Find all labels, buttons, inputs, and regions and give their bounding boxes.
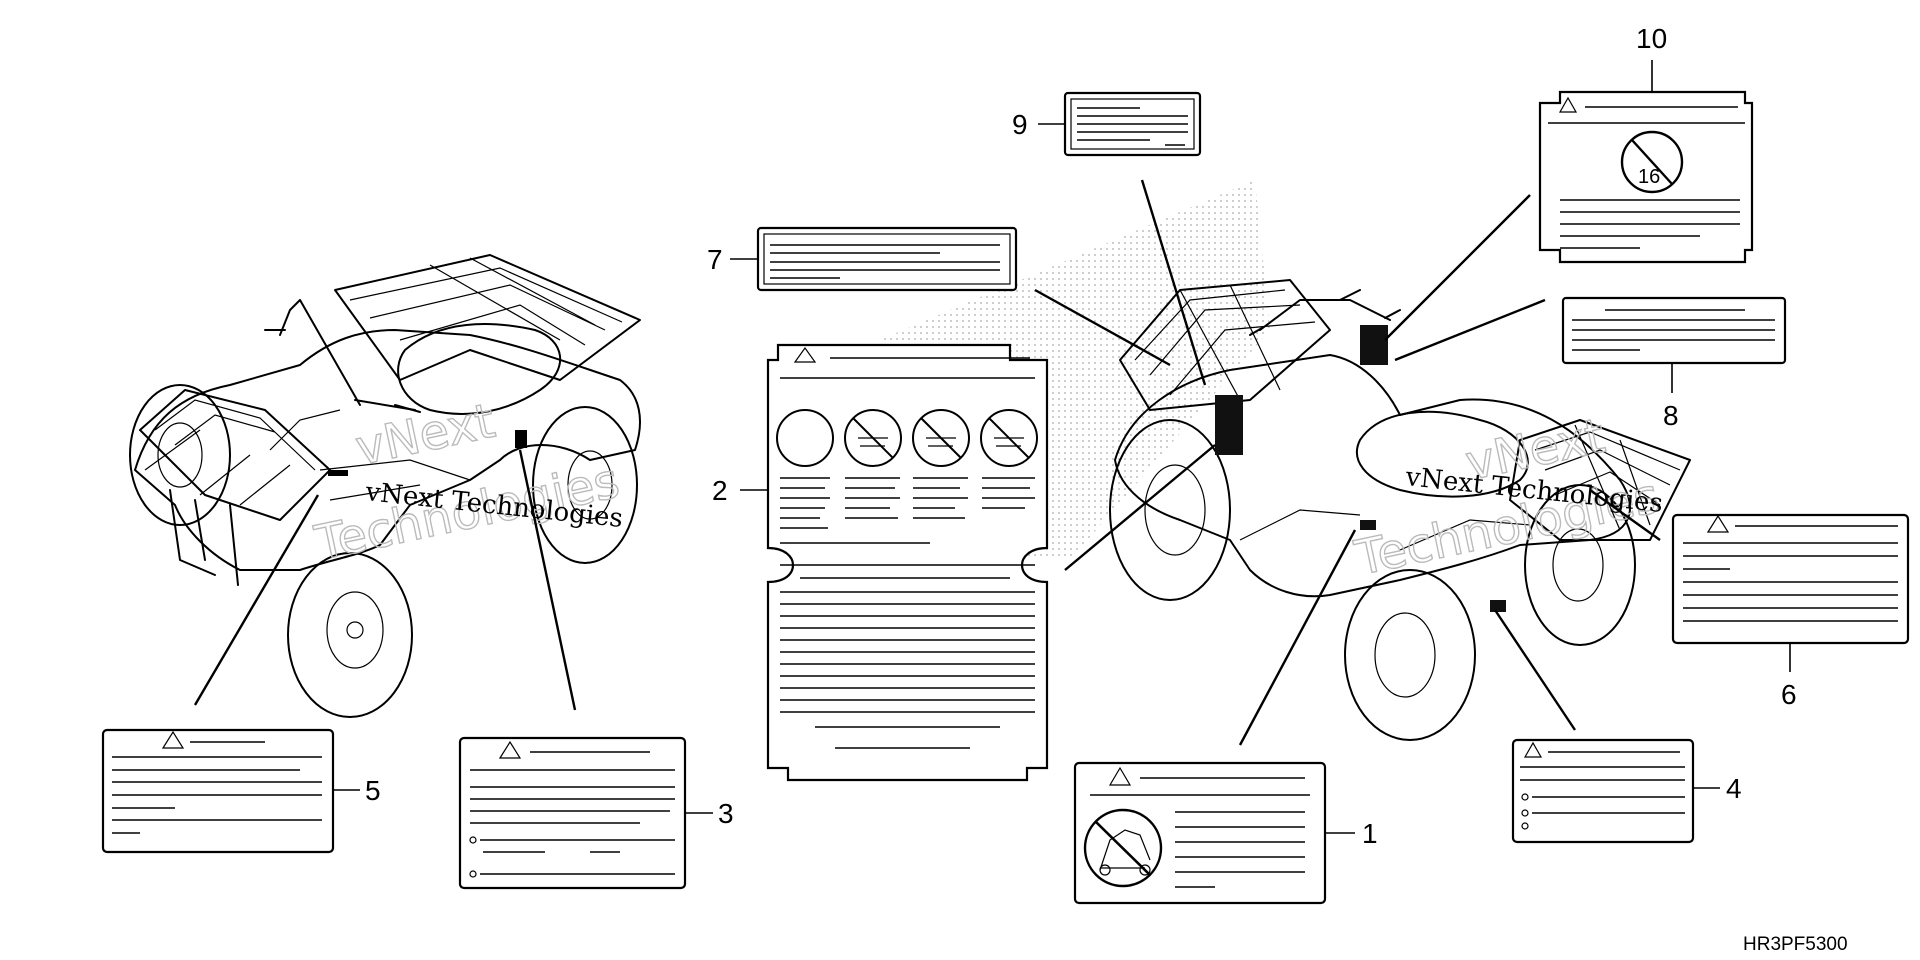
label-3 [458,736,713,890]
label-5 [101,728,360,854]
svg-text:16: 16 [1638,166,1660,188]
prohibited-circle-icon [912,409,970,467]
svg-text:vNext: vNext [351,393,500,477]
label-7 [730,226,1018,292]
warning-triangle-icon [1706,514,1730,533]
warning-triangle-icon [161,730,185,749]
warning-triangle-icon [1558,96,1578,113]
warning-triangle-icon [498,740,522,759]
label-10: 16 [1538,60,1754,264]
part-code: HR3PF5300 [1743,934,1848,955]
atv-left-illustration [129,254,641,718]
callout-10: 10 [1636,23,1667,54]
label-2 [740,343,1049,782]
callout-5: 5 [365,775,381,806]
label-8 [1561,296,1787,393]
label-9 [1038,91,1202,157]
callout-1: 1 [1362,818,1378,849]
callout-6: 6 [1781,679,1797,710]
callout-4: 4 [1726,773,1742,804]
callout-3: 3 [718,798,734,829]
label-6 [1671,513,1910,672]
no-under-16-icon: 16 [1620,130,1684,194]
callout-9: 9 [1012,109,1028,140]
prohibited-circle-icon [844,409,902,467]
warning-triangle-icon [1523,741,1543,758]
warning-triangle-icon [793,346,817,363]
leader-lines [193,179,1661,746]
callout-2: 2 [712,475,728,506]
label-4 [1511,738,1720,844]
prohibited-circle-icon [980,409,1038,467]
atv-right-illustration [1109,279,1691,741]
warning-triangle-icon [1108,766,1132,786]
callout-7: 7 [707,244,723,275]
no-passenger-icon [1083,808,1163,888]
label-1 [1073,761,1355,905]
prohibited-circle-icon [776,409,834,467]
callout-8: 8 [1663,400,1679,431]
